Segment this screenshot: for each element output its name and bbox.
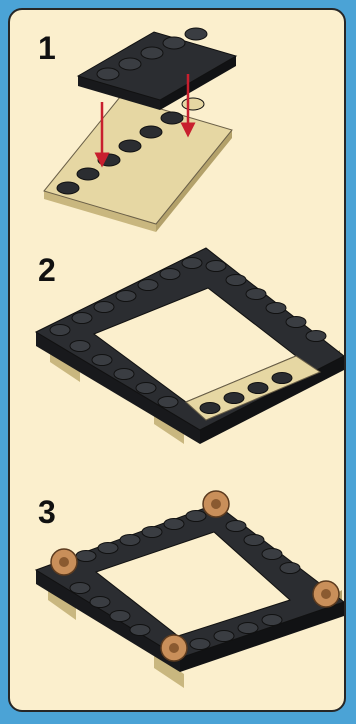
corner-pin-icon: [313, 581, 339, 607]
dark-plate-1x6: [78, 28, 236, 110]
corner-pin-icon: [161, 635, 187, 661]
step-2-diagram: [36, 248, 344, 444]
step-3-diagram: [36, 491, 344, 688]
corner-pin-icon: [51, 549, 77, 575]
step-1-diagram: [44, 28, 236, 232]
building-instructions-illustration: [10, 10, 346, 712]
instruction-panel: 1 2 3: [8, 8, 346, 712]
corner-pin-icon: [203, 491, 229, 517]
tan-plate-1x6: [44, 97, 232, 232]
